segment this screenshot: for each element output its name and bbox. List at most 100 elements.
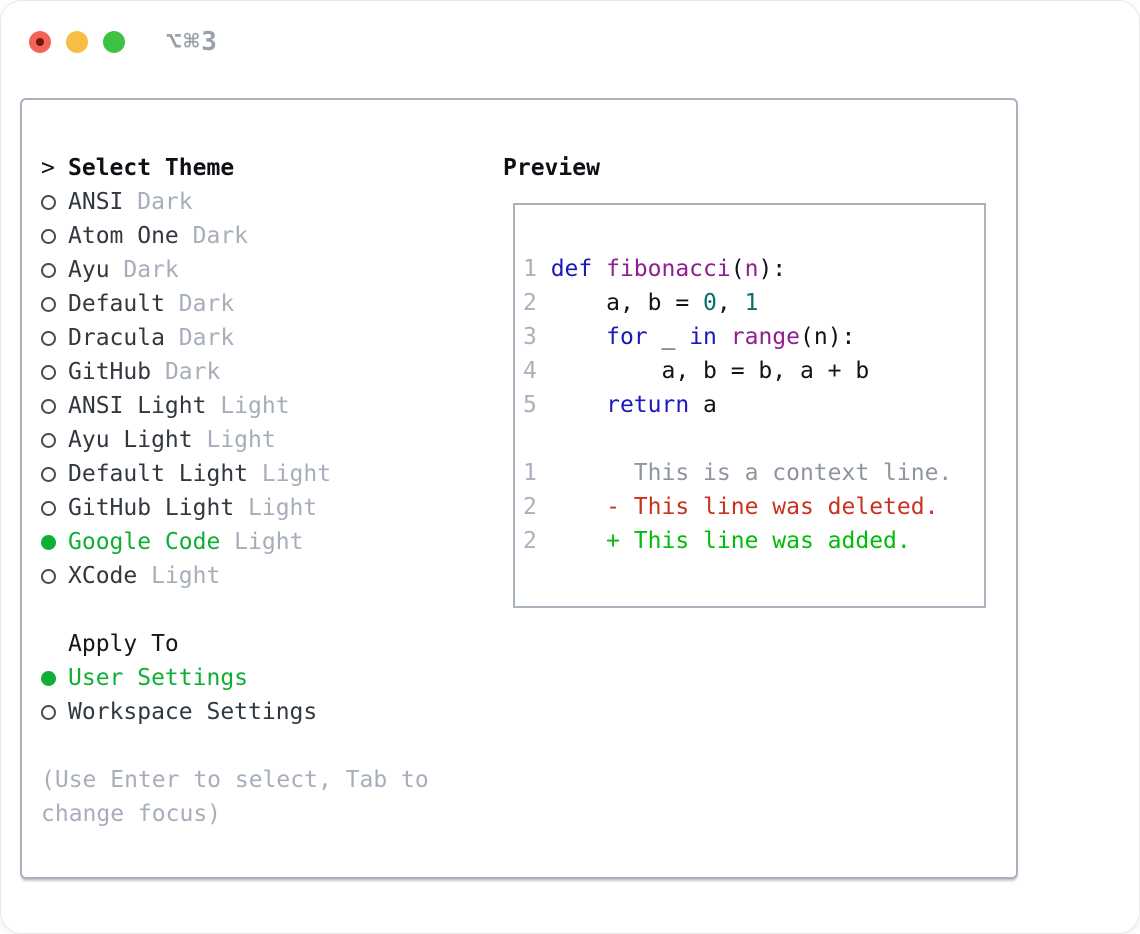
selected-radio-icon[interactable] [41,670,68,686]
radio-icon[interactable] [41,364,68,380]
apply-option[interactable]: User Settings [41,661,331,695]
code-segment-plain: a [689,392,717,418]
radio-icon[interactable] [41,398,68,414]
window-titlebar[interactable]: ⌥⌘3 [29,27,219,57]
select-theme-header: > Select Theme [41,151,331,185]
code-segment-plain: _ [647,324,690,350]
code-segment-plain: a, b = [550,290,704,316]
option-label: Default [68,291,165,317]
radio-icon[interactable] [41,296,68,312]
option-variant-label: Dark [109,257,179,283]
option-variant-label: Dark [164,291,235,317]
circle-outline-icon [41,330,56,346]
circle-outline-icon [41,466,56,482]
theme-option[interactable]: XCode Light [41,559,331,593]
radio-icon[interactable] [41,500,68,516]
radio-icon[interactable] [41,466,68,482]
preview-line-code: 3 for _ in range(n): [523,320,984,354]
code-segment-plain: a, b = b, a + b [550,358,870,384]
radio-icon[interactable] [41,262,68,278]
option-label: GitHub [68,359,152,385]
circle-outline-icon [41,262,56,278]
filled-circle-icon [41,670,56,686]
option-label: ANSI Light [68,393,207,419]
circle-outline-icon [41,194,56,210]
circle-outline-icon [41,296,56,312]
code-segment-plain [551,324,606,350]
theme-option[interactable]: ANSI Light Light [41,389,331,423]
theme-option[interactable]: ANSI Dark [41,185,331,219]
option-label: Workspace Settings [68,699,318,725]
apply-option[interactable]: Workspace Settings [41,695,331,729]
code-segment-function: fibonacci [606,256,731,282]
radio-icon[interactable] [41,194,68,210]
theme-option[interactable]: Google Code Light [41,525,331,559]
code-segment-context: This is a context line. [536,460,953,486]
close-button[interactable] [29,31,51,53]
radio-icon[interactable] [41,568,68,584]
code-segment-number: 1 [744,290,759,316]
code-segment-plain [537,494,606,520]
option-label: XCode [68,563,138,589]
option-variant-label: Light [192,427,276,453]
spacer [41,593,331,627]
option-variant-label: Light [137,563,221,589]
code-segment-function: range [730,324,800,350]
theme-option[interactable]: Dracula Dark [41,321,331,355]
option-label: GitHub Light [68,495,235,521]
option-variant-label: Light [248,461,332,487]
preview-line-diff-added: 2 + This line was added. [523,524,984,558]
minimize-button[interactable] [66,31,88,53]
code-segment-keyword: in [689,324,717,350]
theme-option[interactable]: Default Dark [41,287,331,321]
option-variant-label: Dark [151,359,221,385]
apply-to-header: Apply To [41,627,331,661]
code-segment-plain [717,324,731,350]
maximize-button[interactable] [103,31,125,53]
theme-option[interactable]: GitHub Light Light [41,491,331,525]
code-segment-function: n [744,256,759,282]
option-label: Ayu [68,257,110,283]
code-segment-plain: (n): [800,324,856,350]
code-segment-linenum: 2 [523,528,537,554]
option-variant-label: Light [206,393,290,419]
option-label: Dracula [68,325,165,351]
theme-option[interactable]: GitHub Dark [41,355,331,389]
filled-circle-icon [41,534,56,550]
theme-option[interactable]: Ayu Light Light [41,423,331,457]
code-segment-linenum: 3 [523,324,551,350]
selected-radio-icon[interactable] [41,534,68,550]
preview-title: Preview [503,155,600,181]
radio-icon[interactable] [41,228,68,244]
circle-outline-icon [41,364,56,380]
radio-icon[interactable] [41,330,68,346]
preview-line-code: 2 a, b = 0, 1 [523,286,984,320]
circle-outline-icon [41,568,56,584]
code-segment-plain: ): [758,256,787,282]
radio-icon[interactable] [41,704,68,720]
option-label: User Settings [68,665,249,691]
code-segment-plain [537,528,606,554]
option-variant-label: Dark [178,223,249,249]
code-segment-plain: , [716,290,745,316]
preview-line-blank [523,422,984,456]
option-variant-label: Dark [164,325,235,351]
code-segment-linenum: 1 [523,256,551,282]
preview-line-code: 4 a, b = b, a + b [523,354,984,388]
code-segment-linenum: 1 [523,460,537,486]
theme-option[interactable]: Ayu Dark [41,253,331,287]
theme-option[interactable]: Atom One Dark [41,219,331,253]
radio-icon[interactable] [41,432,68,448]
option-variant-label: Dark [123,189,193,215]
preview-header: Preview [503,151,600,185]
option-label: Default Light [68,461,249,487]
circle-outline-icon [41,432,56,448]
option-label: Google Code [68,529,221,555]
theme-option[interactable]: Default Light Light [41,457,331,491]
code-segment-linenum: 5 [523,392,551,418]
apply-to-title: Apply To [68,631,179,657]
